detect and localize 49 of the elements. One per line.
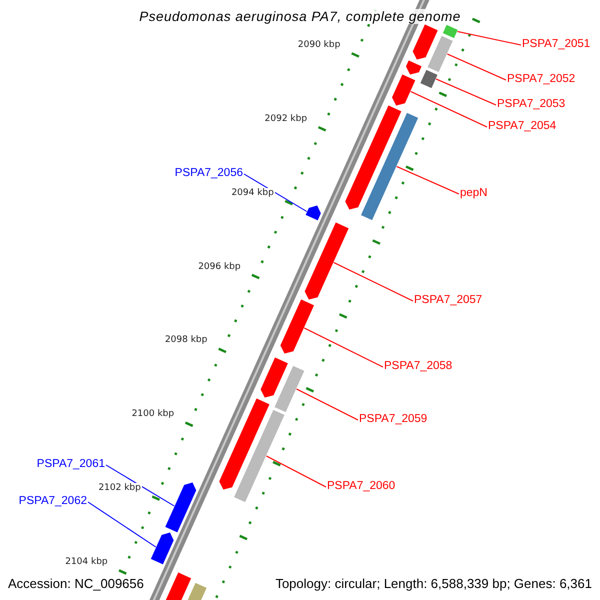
scale-label: 2092 kbp <box>264 114 308 125</box>
leader-line <box>304 328 384 368</box>
gene-feature <box>412 23 439 60</box>
scale-label: 2096 kbp <box>197 262 242 273</box>
gene-label: PSPA7_2062 <box>18 494 87 508</box>
scale-label: 2100 kbp <box>130 409 176 420</box>
leader-line <box>296 388 358 420</box>
scale-label: 2104 kbp <box>64 556 109 568</box>
leader-line <box>436 78 496 106</box>
gene-label: PSPA7_2061 <box>36 457 105 471</box>
gene-feature <box>218 397 271 490</box>
gene-feature <box>419 68 439 90</box>
leader-line <box>106 464 175 506</box>
leader-line <box>396 166 460 194</box>
gene-label: PSPA7_2056 <box>174 166 243 180</box>
gene-feature <box>391 73 416 106</box>
gene-label: PSPA7_2059 <box>359 412 428 426</box>
gene-feature <box>260 356 289 398</box>
leader-line <box>244 174 308 212</box>
gene-feature <box>274 364 306 414</box>
gene-label: PSPA7_2054 <box>488 119 556 133</box>
title: Pseudomonas aeruginosa PA7, complete genome <box>137 9 463 24</box>
gene-label: PSPA7_2053 <box>497 97 566 111</box>
gene-feature <box>304 221 350 300</box>
genome-info: Topology: circular; Length: 6,588,339 bp; Genes: 6,361 <box>275 576 592 592</box>
gene-label: PSPA7_2052 <box>507 72 576 86</box>
leader-line <box>266 456 326 488</box>
gene-feature <box>360 112 420 222</box>
gene-feature <box>164 482 198 534</box>
gene-label: PSPA7_2051 <box>522 37 590 51</box>
leader-line <box>88 502 156 548</box>
gene-feature <box>405 59 423 76</box>
gene-label: pepN <box>460 186 488 200</box>
scale-label: 2094 kbp <box>230 188 275 199</box>
scale-label: 2098 kbp <box>164 335 208 346</box>
scale-label: 2102 kbp <box>97 483 142 494</box>
gene-label: PSPA7_2060 <box>327 479 396 493</box>
scale-label: 2090 kbp <box>296 40 342 51</box>
leader-line <box>410 91 488 128</box>
leader-line <box>456 31 522 46</box>
gene-feature <box>150 532 175 566</box>
gene-feature <box>280 298 316 354</box>
genome-info: Accession: NC_009656 <box>8 576 144 592</box>
gene-feature <box>344 104 402 210</box>
gene-feature <box>233 408 286 504</box>
gene-label: PSPA7_2057 <box>414 293 482 307</box>
leader-line <box>333 262 414 302</box>
gene-label: PSPA7_2058 <box>384 359 452 373</box>
gene-feature <box>426 34 454 74</box>
